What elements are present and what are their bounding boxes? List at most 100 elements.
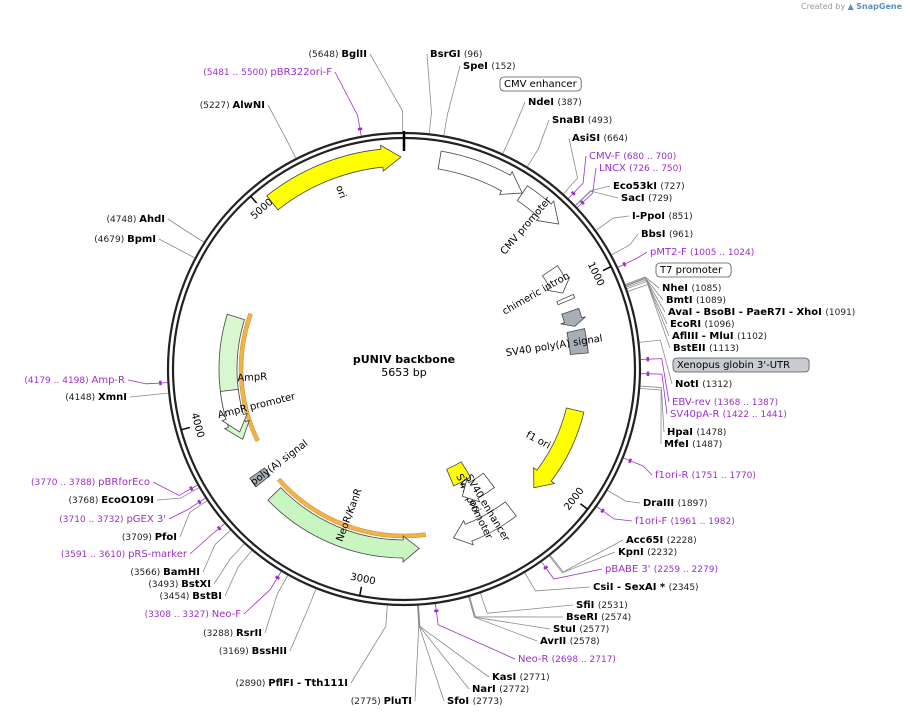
- feature-ori[interactable]: [267, 145, 401, 210]
- site-leader: [214, 544, 244, 584]
- site-position: (1096): [705, 320, 735, 330]
- site-label[interactable]: (3454) BstBI: [160, 591, 223, 602]
- site-label[interactable]: KasI (2771): [492, 672, 550, 683]
- site-label[interactable]: SfiI (2531): [576, 600, 628, 611]
- site-label[interactable]: (3493) BstXI: [148, 579, 211, 590]
- site-position: (2578): [570, 637, 600, 647]
- primer-label[interactable]: (3710 .. 3732) pGEX 3': [59, 514, 166, 525]
- site-label[interactable]: AflIII - MluI (1102): [672, 331, 767, 342]
- primer-label[interactable]: (5481 .. 5500) pBR322ori-F: [203, 67, 332, 78]
- site-name: SpeI: [463, 61, 491, 72]
- site-name: BpmI: [127, 234, 156, 245]
- site-label[interactable]: (3709) PfoI: [122, 532, 177, 543]
- site-label[interactable]: Acc65I (2228): [626, 535, 697, 546]
- primer-mark: [198, 500, 200, 504]
- site-label[interactable]: CsiI - SexAI * (2345): [593, 582, 699, 593]
- primer-label[interactable]: SV40pA-R (1422 .. 1441): [670, 409, 787, 420]
- site-label[interactable]: BmtI (1089): [666, 295, 726, 306]
- primer-leader: [641, 374, 667, 414]
- site-label[interactable]: NheI (1085): [662, 283, 721, 294]
- boxed-feature-label: Xenopus globin 3'-UTR: [677, 360, 790, 371]
- credit-prefix: Created by: [801, 2, 845, 11]
- primer-leader: [244, 572, 281, 614]
- site-label[interactable]: BseRI (2574): [566, 612, 631, 623]
- site-label[interactable]: (3768) EcoO109I: [68, 495, 154, 506]
- site-leader: [159, 239, 195, 258]
- site-name: AvaI - BsoBI - PaeR7I - XhoI: [668, 307, 825, 318]
- site-label[interactable]: DraIII (1897): [643, 498, 708, 509]
- site-position: (1312): [702, 380, 732, 390]
- primer-label[interactable]: (3308 .. 3327) Neo-F: [145, 609, 242, 620]
- site-label[interactable]: (5648) BglII: [309, 49, 367, 60]
- site-position: (2577): [579, 625, 609, 635]
- site-label[interactable]: MfeI (1487): [664, 439, 722, 450]
- site-label[interactable]: (4748) AhdI: [106, 214, 165, 225]
- primer-label[interactable]: CMV-F (680 .. 700): [589, 151, 676, 162]
- site-position: (1089): [696, 296, 726, 306]
- site-label[interactable]: (2775) PluTI: [351, 696, 412, 707]
- site-name: SnaBI: [552, 115, 588, 126]
- primer-position: (3710 .. 3732): [59, 515, 126, 525]
- primer-position: (4179 .. 4198): [24, 376, 91, 386]
- primer-name: pBR322ori-F: [270, 67, 332, 78]
- feature-xenopus-globin-3-utr[interactable]: [561, 308, 586, 326]
- primer-label[interactable]: pMT2-F (1005 .. 1024): [650, 247, 754, 258]
- site-label[interactable]: SfoI (2773): [447, 696, 503, 707]
- site-name: XmnI: [98, 392, 127, 403]
- site-label[interactable]: (2890) PflFI - Tth111I: [235, 678, 348, 689]
- primer-label[interactable]: (3770 .. 3788) pBRforEco: [31, 477, 150, 488]
- primer-label[interactable]: pBABE 3' (2259 .. 2279): [605, 564, 718, 575]
- site-label[interactable]: AvaI - BsoBI - PaeR7I - XhoI (1091): [668, 307, 855, 318]
- primer-position: (3591 .. 3610): [61, 550, 128, 560]
- site-label[interactable]: NarI (2772): [472, 684, 529, 695]
- site-name: BstXI: [181, 579, 211, 590]
- primer-label[interactable]: f1ori-R (1751 .. 1770): [655, 470, 756, 481]
- site-position: (3288): [203, 629, 236, 639]
- site-name: NotI: [675, 379, 702, 390]
- site-label[interactable]: Eco53kI (727): [613, 181, 685, 192]
- site-position: (2775): [351, 697, 384, 707]
- site-name: KpnI: [618, 547, 647, 558]
- primer-label[interactable]: EBV-rev (1368 .. 1387): [672, 397, 778, 408]
- site-label[interactable]: SnaBI (493): [552, 115, 612, 126]
- site-label[interactable]: EcoRI (1096): [670, 319, 734, 330]
- site-name: BssHII: [252, 646, 287, 657]
- site-label[interactable]: (3566) BamHI: [130, 567, 200, 578]
- site-label[interactable]: (3288) RsrII: [203, 628, 262, 639]
- site-name: StuI: [553, 624, 579, 635]
- site-label[interactable]: HpaI (1478): [667, 427, 726, 438]
- site-label[interactable]: StuI (2577): [553, 624, 609, 635]
- site-name: DraIII: [643, 498, 678, 509]
- feature-t7-promoter[interactable]: [557, 294, 575, 304]
- site-leader: [596, 216, 629, 230]
- site-label[interactable]: AsiSI (664): [572, 133, 628, 144]
- primer-label[interactable]: Neo-R (2698 .. 2717): [518, 654, 616, 665]
- site-position: (2772): [499, 685, 529, 695]
- site-label[interactable]: SacI (729): [621, 193, 672, 204]
- site-label[interactable]: I-PpoI (851): [632, 211, 693, 222]
- site-name: CsiI - SexAI *: [593, 582, 669, 593]
- site-label[interactable]: (4679) BpmI: [94, 234, 156, 245]
- site-label[interactable]: BsrGI (96): [430, 49, 482, 60]
- site-label[interactable]: (4148) XmnI: [65, 392, 127, 403]
- site-label[interactable]: BbsI (961): [641, 229, 693, 240]
- primer-label[interactable]: (4179 .. 4198) Amp-R: [24, 375, 125, 386]
- site-position: (2345): [669, 583, 699, 593]
- primer-label[interactable]: f1ori-F (1961 .. 1982): [635, 516, 735, 527]
- primer-label[interactable]: (3591 .. 3610) pRS-marker: [61, 549, 188, 560]
- credit-brand: SnapGene: [856, 2, 902, 11]
- primer-label[interactable]: LNCX (726 .. 750): [599, 163, 682, 174]
- site-label[interactable]: AvrII (2578): [540, 636, 600, 647]
- primer-mark: [358, 129, 362, 130]
- site-label[interactable]: (3169) BssHII: [219, 646, 287, 657]
- site-label[interactable]: SpeI (152): [463, 61, 516, 72]
- primer-name: pRS-marker: [128, 549, 188, 560]
- site-label[interactable]: KpnI (2232): [618, 547, 677, 558]
- site-label[interactable]: (5227) AlwNI: [200, 100, 265, 111]
- site-label[interactable]: NotI (1312): [675, 379, 732, 390]
- site-label[interactable]: NdeI (387): [528, 97, 582, 108]
- site-name: MfeI: [664, 439, 692, 450]
- site-label[interactable]: BstEII (1113): [673, 343, 739, 354]
- boxed-feature-label: T7 promoter: [659, 265, 723, 276]
